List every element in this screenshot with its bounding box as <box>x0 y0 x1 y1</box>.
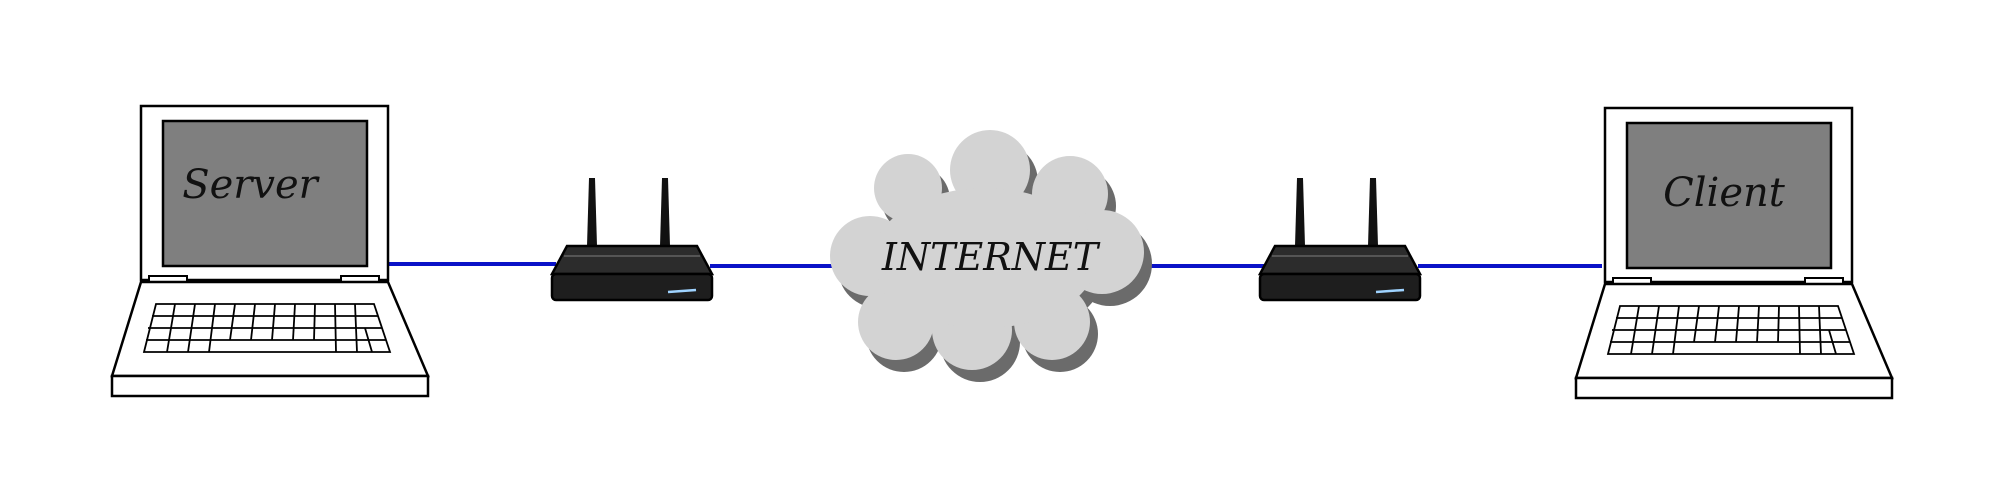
router-right-led <box>1375 288 1405 294</box>
server-base-front <box>110 374 430 398</box>
client-base <box>1574 282 1894 380</box>
router-right-top <box>1257 244 1423 276</box>
router-right-antenna-1 <box>1295 178 1305 246</box>
client-label: Client <box>1663 170 1786 216</box>
client-keyboard <box>1606 305 1856 355</box>
server-label: Server <box>182 162 320 208</box>
internet-label: INTERNET <box>881 235 1101 279</box>
router-left-antenna-1 <box>587 178 597 246</box>
router-left-antenna-2 <box>660 178 670 246</box>
router-left-front <box>550 272 714 302</box>
internet-cloud: INTERNET <box>830 130 1152 382</box>
router-left <box>549 178 715 302</box>
server-screen <box>161 119 369 268</box>
router-right-front <box>1258 272 1422 302</box>
router-left-top <box>549 244 715 276</box>
router-right <box>1257 178 1423 302</box>
client-screen <box>1625 121 1833 270</box>
router-right-antenna-2 <box>1368 178 1378 246</box>
links <box>388 262 1602 268</box>
router-left-led <box>667 288 697 294</box>
client-laptop: Client <box>1574 106 1894 400</box>
server-keyboard <box>142 303 392 353</box>
server-laptop: Server <box>110 104 430 398</box>
client-base-front <box>1574 376 1894 400</box>
server-base <box>110 280 430 378</box>
cloud-body <box>830 130 1144 370</box>
